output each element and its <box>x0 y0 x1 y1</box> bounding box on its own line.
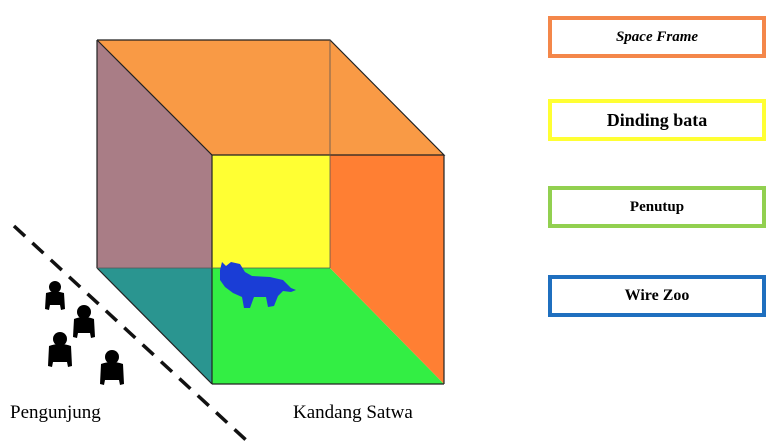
cube-edges <box>96 39 446 385</box>
legend-penutup: Penutup <box>548 186 766 228</box>
legend-wire-zoo: Wire Zoo <box>548 275 766 317</box>
visitor-icon <box>73 305 95 338</box>
legend-dinding-bata: Dinding bata <box>548 99 766 141</box>
legend-wire-zoo-text: Wire Zoo <box>624 287 690 304</box>
back-wall-face <box>212 155 330 268</box>
visitor-icons <box>45 281 124 385</box>
legend-space-frame-text: Space Frame <box>615 28 699 45</box>
inner-edges <box>97 40 331 269</box>
visitors-label: Pengunjung <box>10 402 101 423</box>
visitor-icon <box>100 350 124 385</box>
barrier-dashed-line <box>12 224 248 442</box>
left-wall-face <box>97 40 212 268</box>
legend-space-frame: Space Frame <box>548 16 766 58</box>
legend-penutup-text: Penutup <box>629 198 685 215</box>
visitor-icon <box>48 332 72 367</box>
visitor-icon <box>45 281 65 310</box>
enclosure-label: Kandang Satwa <box>293 402 413 423</box>
legend-dinding-bata-text: Dinding bata <box>606 109 708 130</box>
animal-icon <box>220 262 296 308</box>
